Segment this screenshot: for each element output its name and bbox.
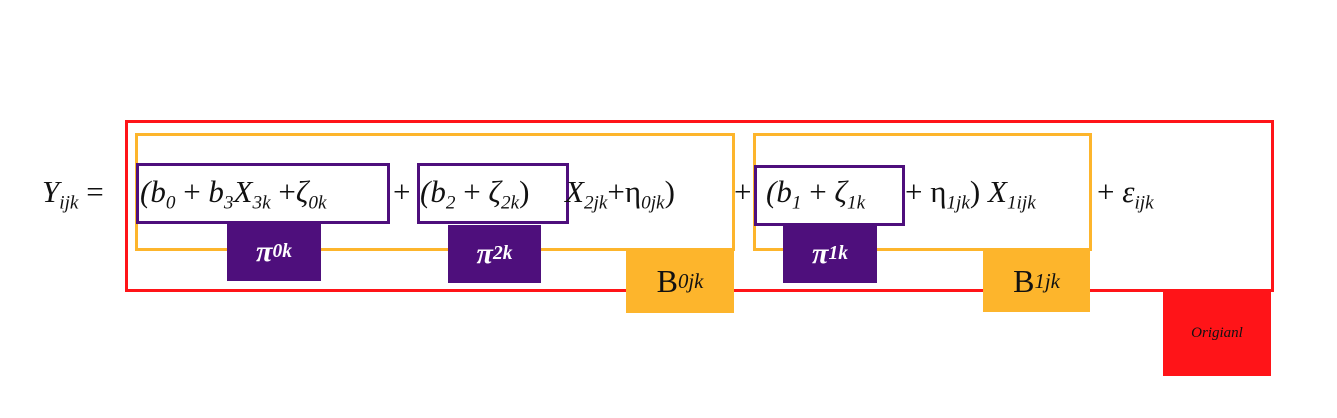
eq-term: X bbox=[233, 174, 253, 209]
eq-subscript: 2jk bbox=[583, 192, 608, 214]
label-sub: 1k bbox=[828, 243, 848, 264]
eq-term: X bbox=[988, 174, 1007, 209]
eq-subscript: 0 bbox=[165, 192, 176, 214]
eq-term: + bbox=[455, 174, 489, 209]
eq-subscript: 1ijk bbox=[1006, 192, 1036, 214]
eq-term: (b bbox=[420, 174, 446, 209]
eq-term: (b bbox=[140, 174, 166, 209]
eq-term: = bbox=[78, 174, 104, 209]
label-sub: 0jk bbox=[677, 269, 704, 293]
pi0k-frame bbox=[136, 163, 390, 224]
label-base: π bbox=[256, 235, 273, 268]
eq-term: b bbox=[208, 174, 224, 209]
eq-term: + bbox=[175, 174, 209, 209]
eq-term: ) bbox=[519, 174, 530, 209]
eq-segment: X2jk+η0jk) bbox=[565, 176, 675, 213]
eq-subscript: 1k bbox=[846, 192, 866, 214]
eq-term: + bbox=[270, 174, 296, 209]
eq-term: (b bbox=[766, 174, 792, 209]
eq-term: + bbox=[734, 174, 752, 209]
eq-segment: (b1 + ζ1k bbox=[766, 176, 865, 213]
eq-term: + bbox=[801, 174, 835, 209]
eq-subscript: 2k bbox=[500, 192, 520, 214]
eq-segment: Yijk = bbox=[42, 176, 104, 213]
eq-term: ) bbox=[969, 174, 988, 209]
pi2k-frame bbox=[417, 163, 569, 224]
label-base: π bbox=[812, 237, 829, 270]
original-label: Origianl bbox=[1163, 290, 1271, 376]
eq-segment: + bbox=[393, 176, 410, 207]
eq-subscript: 2 bbox=[445, 192, 456, 214]
eq-subscript: ijk bbox=[59, 192, 79, 214]
label-base: B bbox=[656, 263, 678, 299]
eq-term: Y bbox=[42, 174, 60, 209]
eq-subscript: 0jk bbox=[641, 192, 665, 214]
eq-term: + bbox=[393, 174, 411, 209]
eq-subscript: 1jk bbox=[946, 192, 970, 214]
eq-term: ζ bbox=[488, 174, 501, 209]
eq-term: ε bbox=[1122, 174, 1135, 209]
label-sub: 1jk bbox=[1034, 269, 1060, 293]
eq-term: + η bbox=[905, 174, 947, 209]
eq-term: ) bbox=[664, 174, 675, 209]
eq-subscript: ijk bbox=[1134, 192, 1154, 214]
eq-segment: + η1jk) X1ijk bbox=[905, 176, 1036, 213]
eq-segment: (b2 + ζ2k) bbox=[420, 176, 529, 213]
eq-term: ζ bbox=[834, 174, 847, 209]
eq-segment: + bbox=[734, 176, 751, 207]
eq-term: ζ bbox=[295, 174, 309, 209]
eq-segment: (b0 + b3X3k +ζ0k bbox=[140, 176, 327, 213]
eq-term: X bbox=[565, 174, 584, 209]
eq-term: + bbox=[1097, 174, 1123, 209]
label-sub: 2k bbox=[492, 243, 513, 264]
label-base: π bbox=[476, 237, 493, 270]
eq-subscript: 0k bbox=[308, 192, 327, 214]
eq-subscript: 1 bbox=[791, 192, 802, 214]
label-sub: 0k bbox=[272, 241, 292, 262]
label-base: B bbox=[1013, 263, 1035, 299]
eq-term: +η bbox=[607, 174, 642, 209]
eq-subscript: 3k bbox=[252, 192, 271, 214]
eq-segment: + εijk bbox=[1097, 176, 1154, 213]
eq-subscript: 3 bbox=[223, 192, 234, 214]
pi1k-frame bbox=[754, 165, 905, 226]
